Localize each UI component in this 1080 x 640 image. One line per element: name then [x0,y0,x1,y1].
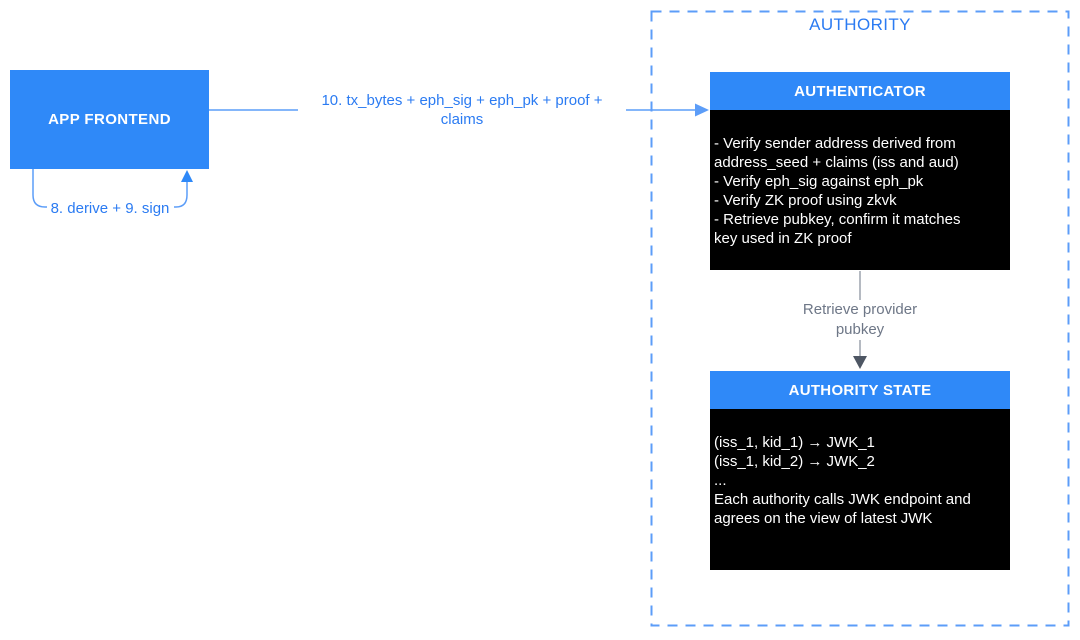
authority-state-body: (iss_1, kid_1) → JWK_1 (iss_1, kid_2) → … [710,409,1010,570]
authority-state-title: AUTHORITY STATE [788,381,932,399]
app-frontend-node: APP FRONTEND [10,70,209,169]
authority-state-header: AUTHORITY STATE [710,371,1010,409]
main-arrow-label: 10. tx_bytes + eph_sig + eph_pk + proof … [298,91,626,129]
authenticator-node: AUTHENTICATOR - Verify sender address de… [710,72,1010,270]
self-loop-label: 8. derive + 9. sign [50,200,170,217]
authenticator-body: - Verify sender address derived from add… [710,110,1010,270]
authority-title: AUTHORITY [809,15,911,34]
authenticator-title: AUTHENTICATOR [794,82,926,100]
retrieve-pubkey-label: Retrieve provider pubkey [790,300,930,340]
arrowhead-up-icon [181,170,193,182]
authority-state-node: AUTHORITY STATE (iss_1, kid_1) → JWK_1 (… [710,371,1010,570]
authenticator-header: AUTHENTICATOR [710,72,1010,110]
app-frontend-label: APP FRONTEND [48,111,171,128]
